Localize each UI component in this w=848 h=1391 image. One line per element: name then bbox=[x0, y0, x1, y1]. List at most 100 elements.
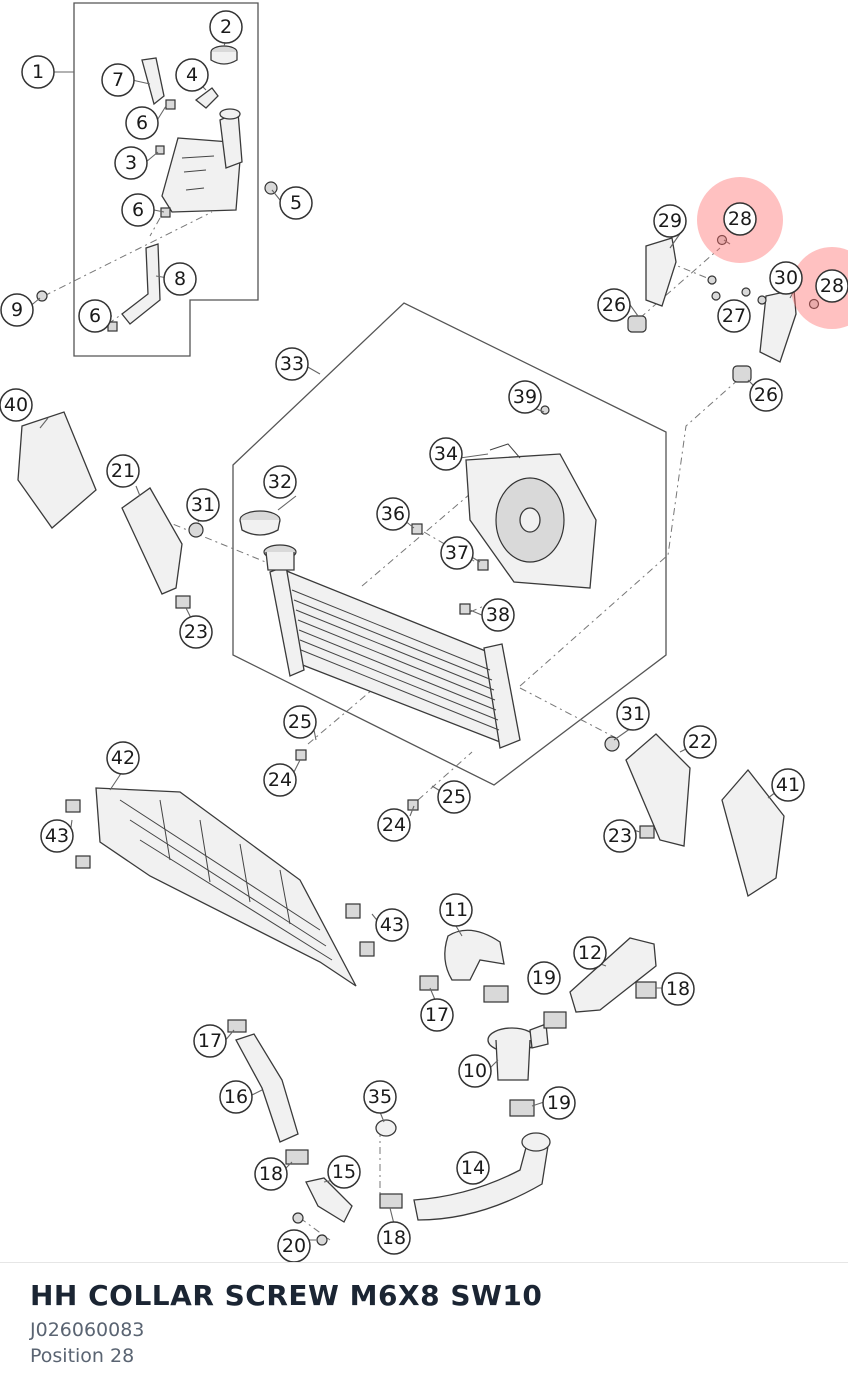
spoiler-left-outer bbox=[17, 411, 97, 529]
hose-clamp bbox=[483, 985, 509, 1003]
callout-label: 29 bbox=[658, 210, 682, 232]
callout-12[interactable]: 12 bbox=[573, 936, 607, 970]
fan-bracket-left bbox=[645, 237, 677, 307]
callout-18[interactable]: 18 bbox=[254, 1157, 288, 1191]
callout-42[interactable]: 42 bbox=[106, 741, 140, 775]
callout-20[interactable]: 20 bbox=[277, 1229, 311, 1262]
callout-label: 31 bbox=[621, 703, 645, 725]
callout-25[interactable]: 25 bbox=[283, 705, 317, 739]
callout-7[interactable]: 7 bbox=[101, 63, 135, 97]
callout-4[interactable]: 4 bbox=[175, 58, 209, 92]
clip bbox=[175, 595, 191, 609]
callout-32[interactable]: 32 bbox=[263, 465, 297, 499]
callout-label: 19 bbox=[532, 967, 556, 989]
callout-22[interactable]: 22 bbox=[683, 725, 717, 759]
callout-1[interactable]: 1 bbox=[21, 55, 55, 89]
callout-21[interactable]: 21 bbox=[106, 454, 140, 488]
callout-43[interactable]: 43 bbox=[40, 819, 74, 853]
callout-24[interactable]: 24 bbox=[377, 808, 411, 842]
callout-34[interactable]: 34 bbox=[429, 437, 463, 471]
callout-26[interactable]: 26 bbox=[597, 288, 631, 322]
clip bbox=[639, 825, 655, 839]
callout-29[interactable]: 29 bbox=[653, 204, 687, 238]
callout-6[interactable]: 6 bbox=[125, 106, 159, 140]
callout-label: 5 bbox=[290, 192, 302, 214]
callout-40[interactable]: 40 bbox=[0, 388, 33, 422]
callout-27[interactable]: 27 bbox=[717, 299, 751, 333]
clip bbox=[65, 799, 81, 813]
callout-23[interactable]: 23 bbox=[179, 615, 213, 649]
callout-3[interactable]: 3 bbox=[114, 146, 148, 180]
callout-label: 25 bbox=[288, 711, 312, 733]
callout-label: 32 bbox=[268, 471, 292, 493]
callout-36[interactable]: 36 bbox=[376, 497, 410, 531]
part-info-panel: HH COLLAR SCREW M6X8 SW10 J026060083 Pos… bbox=[0, 1262, 848, 1391]
callout-label: 16 bbox=[224, 1086, 248, 1108]
callout-28[interactable]: 28 bbox=[815, 269, 848, 303]
callout-5[interactable]: 5 bbox=[279, 186, 313, 220]
callout-35[interactable]: 35 bbox=[363, 1080, 397, 1114]
callout-26[interactable]: 26 bbox=[749, 378, 783, 412]
callout-28[interactable]: 28 bbox=[723, 202, 757, 236]
callout-11[interactable]: 11 bbox=[439, 893, 473, 927]
callout-label: 40 bbox=[4, 394, 28, 416]
callout-23[interactable]: 23 bbox=[603, 819, 637, 853]
callout-label: 31 bbox=[191, 494, 215, 516]
hose-clamp bbox=[379, 1193, 403, 1209]
callout-label: 18 bbox=[259, 1163, 283, 1185]
screw bbox=[292, 1212, 304, 1224]
callout-2[interactable]: 2 bbox=[209, 10, 243, 44]
callout-17[interactable]: 17 bbox=[193, 1024, 227, 1058]
grommet bbox=[407, 799, 419, 811]
callout-label: 43 bbox=[45, 825, 69, 847]
callout-label: 26 bbox=[754, 384, 778, 406]
callout-label: 28 bbox=[728, 208, 752, 230]
callout-18[interactable]: 18 bbox=[377, 1221, 411, 1255]
callout-label: 18 bbox=[382, 1227, 406, 1249]
callout-30[interactable]: 30 bbox=[769, 261, 803, 295]
callout-43[interactable]: 43 bbox=[375, 908, 409, 942]
callout-6[interactable]: 6 bbox=[121, 193, 155, 227]
hose-clip bbox=[160, 207, 171, 218]
hose-clamp bbox=[509, 1099, 535, 1117]
callout-8[interactable]: 8 bbox=[163, 262, 197, 296]
radiator-cap bbox=[239, 510, 281, 536]
callout-label: 17 bbox=[198, 1030, 222, 1052]
callout-19[interactable]: 19 bbox=[542, 1086, 576, 1120]
callout-17[interactable]: 17 bbox=[420, 998, 454, 1032]
callout-6[interactable]: 6 bbox=[78, 299, 112, 333]
callout-33[interactable]: 33 bbox=[275, 347, 309, 381]
callout-41[interactable]: 41 bbox=[771, 768, 805, 802]
callout-24[interactable]: 24 bbox=[263, 763, 297, 797]
reservoir-cap bbox=[210, 45, 238, 65]
nut bbox=[264, 181, 278, 195]
callout-label: 19 bbox=[547, 1092, 571, 1114]
rubber-bushing bbox=[732, 365, 752, 383]
nut bbox=[757, 295, 767, 305]
callout-39[interactable]: 39 bbox=[508, 380, 542, 414]
callout-16[interactable]: 16 bbox=[219, 1080, 253, 1114]
callout-15[interactable]: 15 bbox=[327, 1155, 361, 1189]
callout-label: 1 bbox=[32, 61, 44, 83]
callout-9[interactable]: 9 bbox=[0, 293, 34, 327]
callout-label: 7 bbox=[112, 69, 124, 91]
radiator-hose-end bbox=[521, 1132, 551, 1152]
spoiler-left-inner bbox=[121, 487, 183, 595]
callout-25[interactable]: 25 bbox=[437, 780, 471, 814]
callout-31[interactable]: 31 bbox=[186, 488, 220, 522]
callout-31[interactable]: 31 bbox=[616, 697, 650, 731]
callout-14[interactable]: 14 bbox=[456, 1151, 490, 1185]
callout-38[interactable]: 38 bbox=[481, 598, 515, 632]
hose-clamp bbox=[419, 975, 439, 991]
callout-label: 27 bbox=[722, 305, 746, 327]
callout-37[interactable]: 37 bbox=[440, 536, 474, 570]
clip bbox=[75, 855, 91, 869]
radiator-fan bbox=[465, 443, 597, 589]
callout-18[interactable]: 18 bbox=[661, 972, 695, 1006]
callout-label: 30 bbox=[774, 267, 798, 289]
part-name: HH COLLAR SCREW M6X8 SW10 bbox=[30, 1279, 543, 1312]
nut bbox=[707, 275, 717, 285]
callout-label: 6 bbox=[136, 112, 148, 134]
callout-19[interactable]: 19 bbox=[527, 961, 561, 995]
callout-10[interactable]: 10 bbox=[458, 1054, 492, 1088]
